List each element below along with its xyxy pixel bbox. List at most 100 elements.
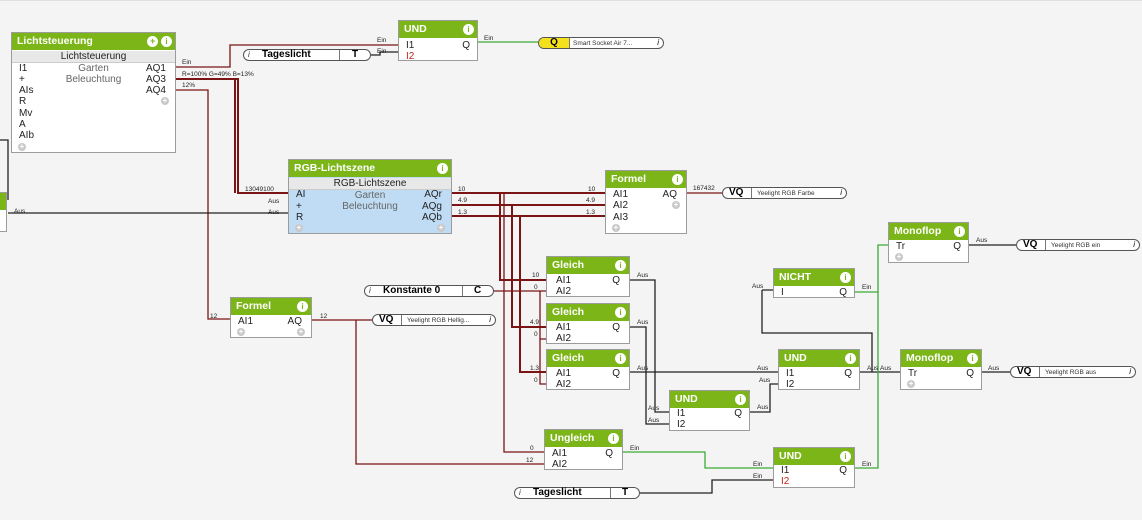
input-ai1[interactable]: AI1 (238, 316, 254, 327)
ref-vq-aus[interactable]: VQ Yeelight RGB aus i (1010, 366, 1136, 378)
input-ai2[interactable]: AI2 (556, 333, 572, 344)
input-i1[interactable]: I1 (786, 368, 795, 379)
info-icon[interactable]: i (297, 301, 308, 312)
output-q[interactable]: Q (839, 287, 847, 298)
input-a[interactable]: A (19, 119, 26, 130)
input-plus[interactable]: + (19, 74, 25, 85)
add-output-icon[interactable]: + (437, 223, 445, 232)
block-offscreen-left[interactable] (0, 192, 7, 232)
input-i1[interactable]: I1 (406, 40, 415, 51)
info-icon[interactable]: i (840, 272, 851, 283)
input-tr[interactable]: Tr (908, 368, 918, 379)
output-aq[interactable]: AQ (662, 189, 677, 200)
ref-konstante[interactable]: i Konstante 0 C (364, 285, 494, 297)
add-input-icon[interactable]: + (18, 142, 26, 151)
output-q[interactable]: Q (605, 448, 613, 459)
input-ais[interactable]: AIs (19, 85, 34, 96)
add-input-icon[interactable]: + (895, 252, 903, 261)
info-icon[interactable]: i (489, 315, 491, 324)
input-plus[interactable]: + (296, 201, 302, 212)
input-r[interactable]: R (19, 96, 27, 107)
input-i2[interactable]: I2 (406, 51, 415, 62)
info-icon[interactable]: i (1133, 240, 1135, 249)
info-icon[interactable]: i (1129, 367, 1131, 376)
info-icon[interactable]: i (463, 24, 474, 35)
output-aqb[interactable]: AQb (421, 212, 442, 223)
input-i1[interactable]: I1 (19, 63, 28, 74)
info-icon[interactable]: i (657, 38, 659, 47)
info-icon[interactable]: i (954, 226, 965, 237)
input-ai2[interactable]: AI2 (552, 459, 568, 470)
output-q[interactable]: Q (839, 465, 847, 476)
output-q[interactable]: Q (953, 241, 961, 252)
info-icon[interactable]: i (519, 488, 521, 497)
input-ai1[interactable]: AI1 (613, 189, 629, 200)
input-ai1[interactable]: AI1 (556, 322, 572, 333)
ref-tageslicht-bottom[interactable]: i Tageslicht T (514, 487, 640, 499)
info-icon[interactable]: i (615, 307, 626, 318)
info-icon[interactable]: i (840, 451, 851, 462)
output-q[interactable]: Q (612, 368, 620, 379)
output-aqr[interactable]: AQr (424, 189, 442, 200)
output-aq3[interactable]: AQ3 (145, 74, 166, 85)
info-icon[interactable]: i (161, 36, 172, 47)
output-q[interactable]: Q (844, 368, 852, 379)
info-icon[interactable]: i (672, 174, 683, 185)
ref-smart-socket[interactable]: Q Smart Socket Air 7... i (538, 37, 664, 49)
block-lichtsteuerung[interactable]: Lichtsteuerung +i Lichtsteuerung Garten … (11, 32, 176, 153)
output-q[interactable]: Q (612, 322, 620, 333)
output-aq[interactable]: AQ (287, 316, 302, 327)
input-ai1[interactable]: AI1 (556, 275, 572, 286)
add-input-icon[interactable]: + (295, 223, 303, 232)
add-output-icon[interactable]: + (297, 327, 305, 336)
input-aib[interactable]: AIb (19, 130, 35, 141)
info-icon[interactable]: i (615, 353, 626, 364)
output-aqg[interactable]: AQg (421, 201, 442, 212)
add-input-icon[interactable]: + (612, 223, 620, 232)
input-mv[interactable]: Mv (19, 108, 33, 119)
add-output-icon[interactable]: + (161, 96, 169, 105)
info-icon[interactable]: i (735, 394, 746, 405)
ref-vq-farbe[interactable]: VQ Yeelight RGB Farbe i (722, 187, 847, 199)
info-icon[interactable]: i (967, 353, 978, 364)
input-ai2[interactable]: AI2 (613, 200, 629, 211)
block-header[interactable]: Lichtsteuerung +i (12, 33, 175, 50)
input-ai[interactable]: AI (296, 189, 306, 200)
info-icon[interactable]: i (608, 433, 619, 444)
info-icon[interactable]: i (840, 188, 842, 197)
output-q[interactable]: Q (734, 408, 742, 419)
add-input-icon[interactable]: + (907, 379, 915, 388)
add-input-icon[interactable]: + (237, 327, 245, 336)
input-i[interactable]: I (781, 287, 784, 298)
info-icon[interactable]: i (845, 353, 856, 364)
input-ai2[interactable]: AI2 (556, 286, 572, 297)
ref-vq-helligkeit[interactable]: VQ Yeelight RGB Hellig... i (372, 314, 496, 326)
input-ai1[interactable]: AI1 (556, 368, 572, 379)
input-i1[interactable]: I1 (781, 465, 790, 476)
